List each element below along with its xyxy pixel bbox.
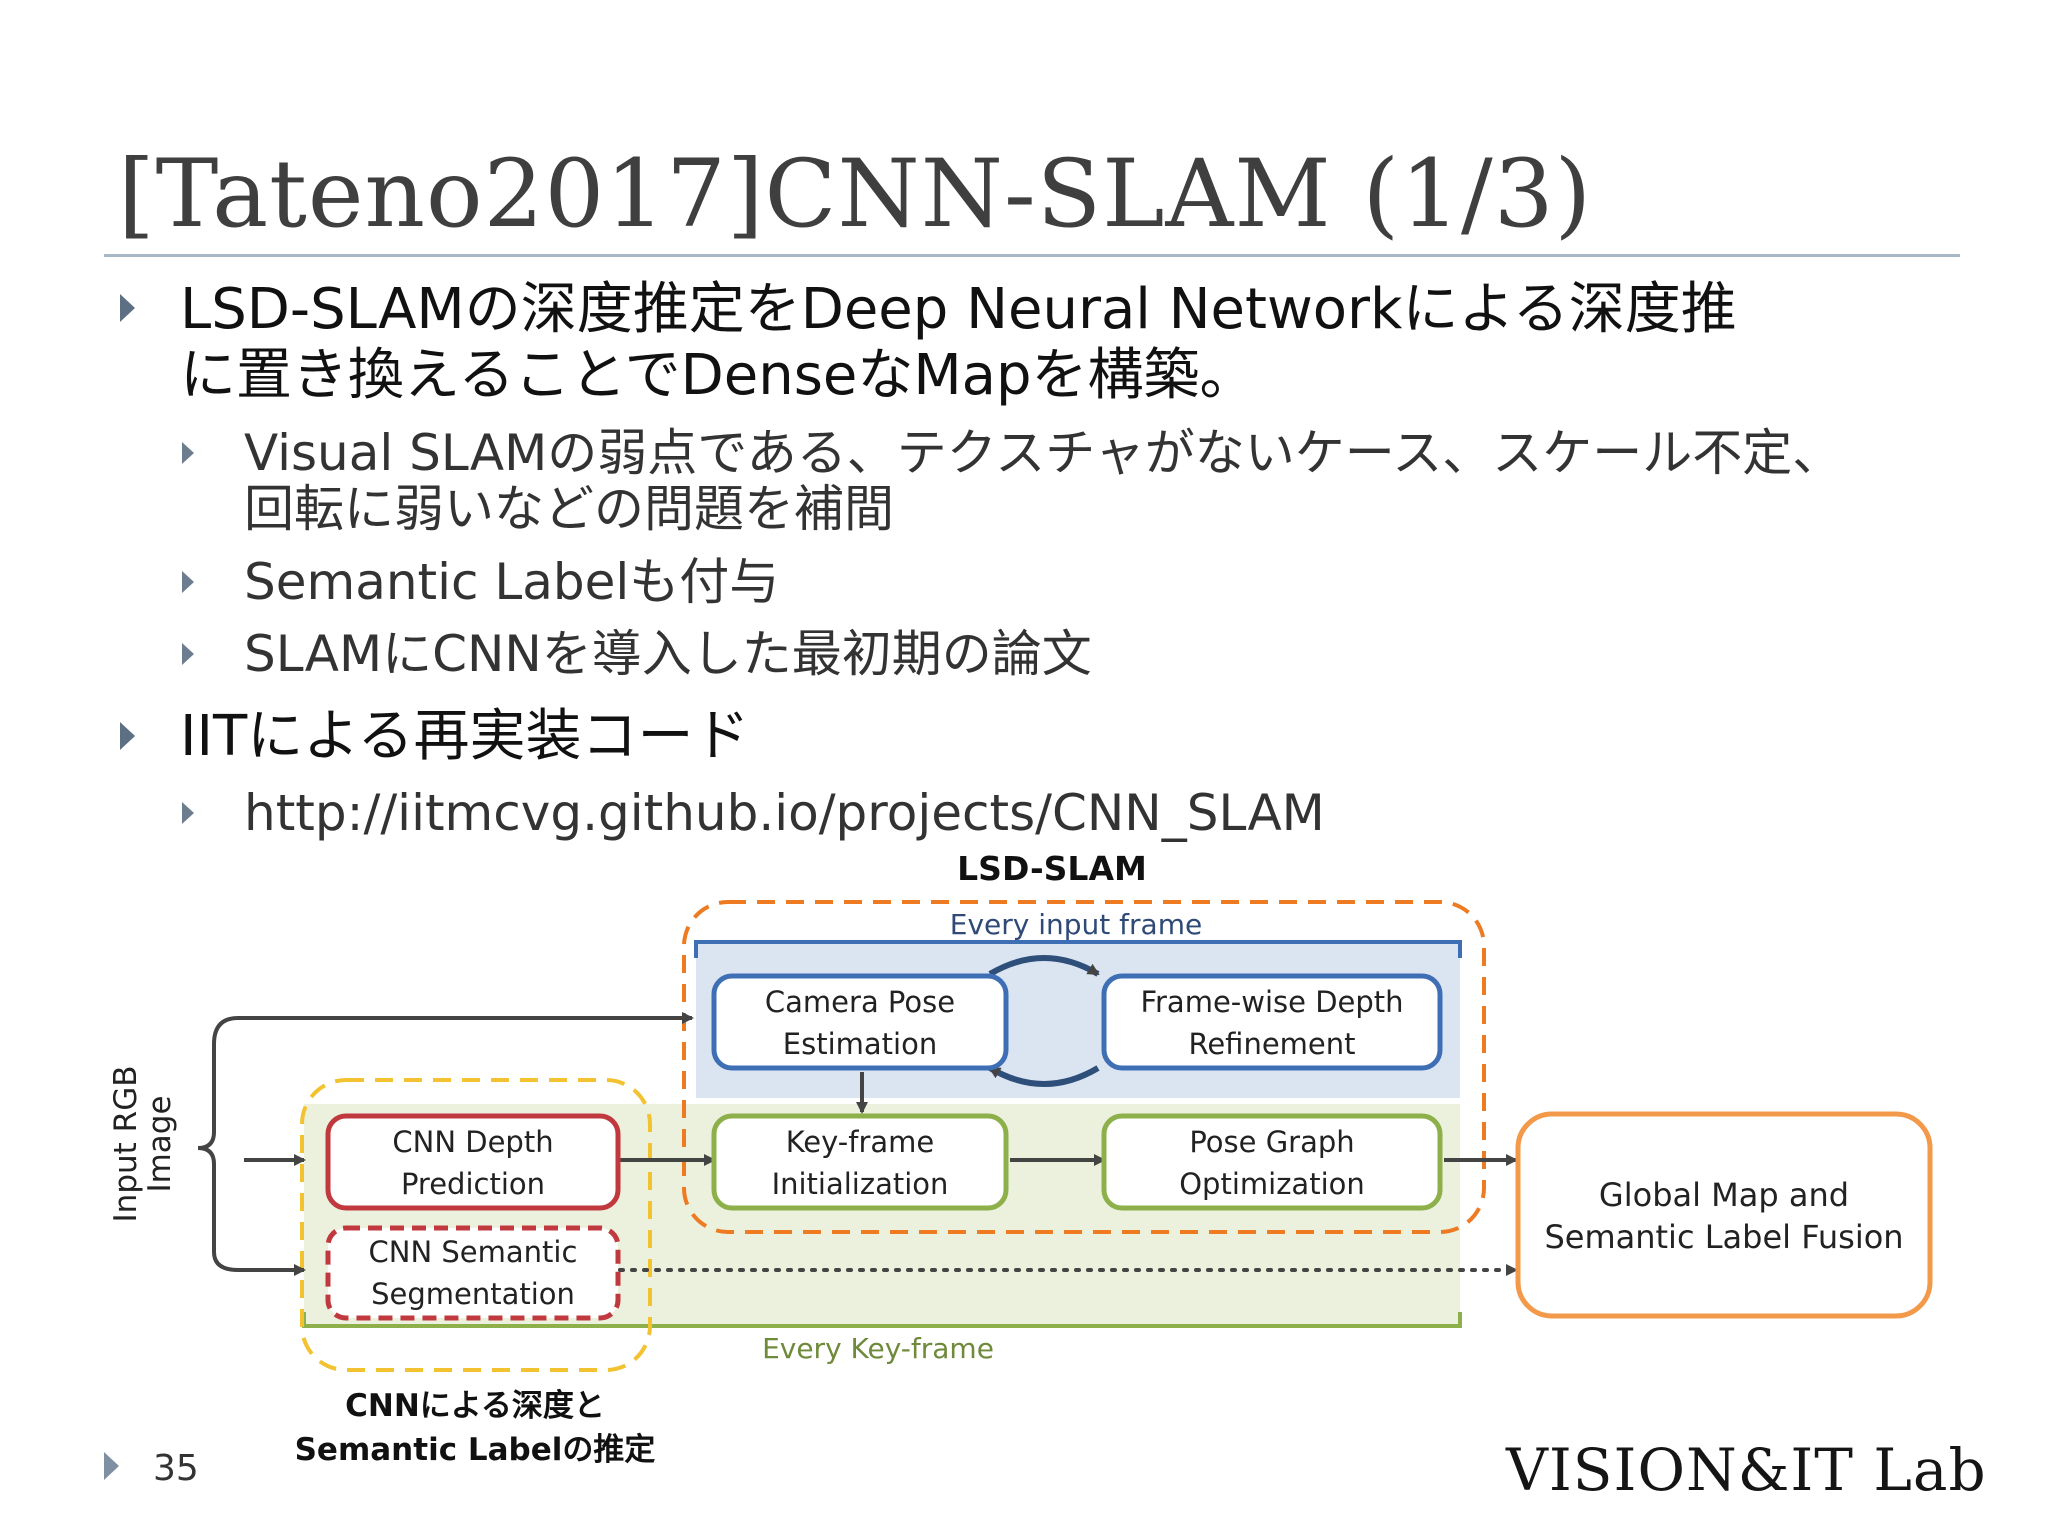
bullet-1-line-2: に置き換えることでDenseなMapを構築。 bbox=[180, 343, 1256, 408]
cnn-estimation-label-line-2: Semantic Labelの推定 bbox=[295, 1432, 656, 1468]
lab-logo: VISION&IT Lab bbox=[1506, 1436, 1987, 1504]
sub-bullet-arrow-icon bbox=[182, 643, 194, 665]
sub-bullet-3: SLAMにCNNを導入した最初期の論文 bbox=[244, 625, 1092, 683]
every-input-frame-label: Every input frame bbox=[950, 908, 1202, 941]
every-input-frame-bracket bbox=[694, 940, 1462, 958]
sub-bullet-arrow-icon bbox=[182, 571, 194, 593]
sub-bullet-arrow-icon bbox=[182, 802, 194, 824]
frame-depth-box bbox=[1101, 973, 1443, 1071]
pose-graph-line-2: Optimization bbox=[1179, 1167, 1365, 1201]
keyframe-init-line-2: Initialization bbox=[772, 1167, 949, 1201]
camera-pose-box bbox=[711, 973, 1009, 1071]
frame-depth-line-2: Refinement bbox=[1188, 1027, 1355, 1061]
cnn-semantic-line-2: Segmentation bbox=[371, 1277, 575, 1311]
cnn-depth-box bbox=[325, 1113, 621, 1211]
cnn-depth-line-2: Prediction bbox=[401, 1167, 545, 1201]
sub-bullet-1-line-2: 回転に弱いなどの問題を補間 bbox=[244, 480, 894, 538]
title-underline bbox=[104, 254, 1960, 257]
sub-bullet-2: Semantic Labelも付与 bbox=[244, 553, 780, 611]
camera-pose-line-2: Estimation bbox=[783, 1027, 937, 1061]
cnn-estimation-label-line-1: CNNによる深度と bbox=[345, 1388, 605, 1424]
global-map-line-1: Global Map and bbox=[1599, 1176, 1849, 1214]
input-rgb-label-line-1: Input RGB bbox=[108, 1066, 144, 1223]
input-rgb-label-line-2: Image bbox=[142, 1095, 178, 1192]
every-key-frame-label: Every Key-frame bbox=[762, 1332, 994, 1365]
page-number: 35 bbox=[153, 1448, 199, 1489]
bullet-1-line-1: LSD-SLAMの深度推定をDeep Neural Networkによる深度推 bbox=[180, 277, 1737, 342]
sub-bullet-1-line-1: Visual SLAMの弱点である、テクスチャがないケース、スケール不定、 bbox=[244, 424, 1843, 482]
loop-arrow-top bbox=[988, 955, 1100, 977]
sub-bullet-url[interactable]: http://iitmcvg.github.io/projects/CNN_SL… bbox=[244, 784, 1325, 842]
lsd-slam-label: LSD-SLAM bbox=[957, 849, 1147, 888]
global-map-box bbox=[1515, 1111, 1933, 1319]
keyframe-init-line-1: Key-frame bbox=[786, 1125, 935, 1159]
cnn-semantic-box bbox=[325, 1225, 621, 1321]
lsd-slam-group-outline bbox=[682, 900, 1486, 1234]
keyframe-init-box bbox=[711, 1113, 1009, 1211]
bullet-arrow-icon bbox=[120, 722, 135, 750]
pose-graph-line-1: Pose Graph bbox=[1189, 1125, 1354, 1159]
cnn-semantic-line-1: CNN Semantic bbox=[369, 1235, 578, 1269]
cnn-depth-line-1: CNN Depth bbox=[392, 1125, 553, 1159]
loop-arrow-bottom bbox=[988, 1065, 1100, 1087]
slide-title: [Tateno2017]CNN-SLAM (1/3) bbox=[118, 140, 1593, 249]
input-brace bbox=[197, 1016, 239, 1272]
page-number-arrow-icon bbox=[104, 1452, 119, 1480]
bullet-2-line-1: IITによる再実装コード bbox=[180, 704, 750, 769]
camera-pose-line-1: Camera Pose bbox=[765, 985, 955, 1019]
pose-graph-box bbox=[1101, 1113, 1443, 1211]
global-map-line-2: Semantic Label Fusion bbox=[1544, 1218, 1903, 1256]
frame-depth-line-1: Frame-wise Depth bbox=[1140, 985, 1403, 1019]
cnn-group-outline bbox=[300, 1078, 652, 1372]
bullet-arrow-icon bbox=[120, 294, 135, 322]
sub-bullet-arrow-icon bbox=[182, 442, 194, 464]
